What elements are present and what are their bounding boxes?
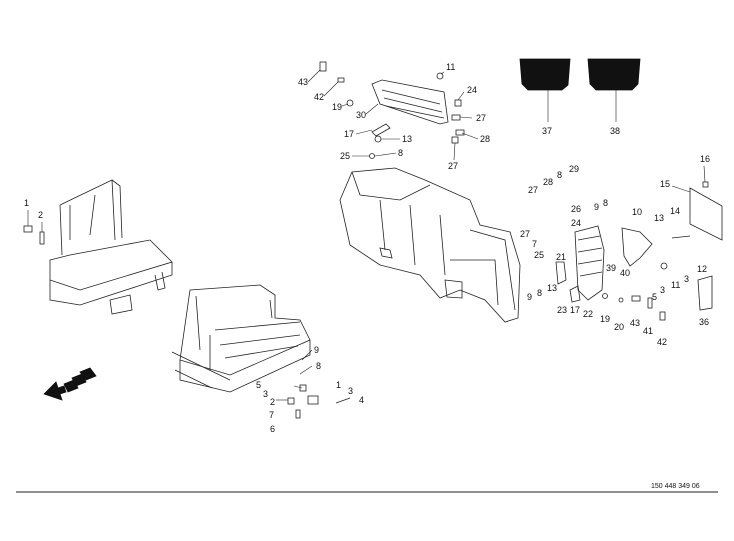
callout-13b: 13 <box>654 213 664 223</box>
callout-7a: 7 <box>532 239 537 249</box>
callout-37: 37 <box>542 126 552 136</box>
floor-mat-38 <box>587 58 641 91</box>
callout-1a: 1 <box>24 198 29 208</box>
callout-42b: 42 <box>657 337 667 347</box>
callout-41: 41 <box>643 326 653 336</box>
callout-3d: 3 <box>348 386 353 396</box>
callout-7b: 7 <box>269 410 274 420</box>
callout-20: 20 <box>614 322 624 332</box>
callout-17a: 17 <box>344 129 354 139</box>
callout-27a: 27 <box>476 113 486 123</box>
callout-8d: 8 <box>537 288 542 298</box>
callout-24a: 24 <box>467 85 477 95</box>
callout-25b: 25 <box>534 250 544 260</box>
callout-23: 23 <box>557 305 567 315</box>
callout-16: 16 <box>700 154 710 164</box>
callout-3c: 3 <box>263 389 268 399</box>
cab-body <box>339 167 521 323</box>
callout-4: 4 <box>359 395 364 405</box>
callout-27d: 27 <box>520 229 530 239</box>
step-21 <box>574 225 605 301</box>
floor-mat-37 <box>519 58 571 91</box>
callout-40: 40 <box>620 268 630 278</box>
callout-8e: 8 <box>316 361 321 371</box>
callout-21: 21 <box>556 252 566 262</box>
callout-29: 29 <box>569 164 579 174</box>
callout-9a: 9 <box>594 202 599 212</box>
callout-26: 26 <box>571 204 581 214</box>
callout-43a: 43 <box>298 77 308 87</box>
callout-27c: 27 <box>528 185 538 195</box>
callout-2a: 2 <box>38 210 43 220</box>
leader-lines <box>27 69 706 401</box>
callout-9b: 9 <box>527 292 532 302</box>
callout-5b: 5 <box>256 380 261 390</box>
callout-22: 22 <box>583 309 593 319</box>
callout-42a: 42 <box>314 92 324 102</box>
drawing-number: 150 448 349 06 <box>651 483 700 490</box>
side-panel-15 <box>689 187 723 241</box>
callout-14: 14 <box>670 206 680 216</box>
callout-12: 12 <box>697 264 707 274</box>
middle-platform <box>171 284 311 393</box>
direction-arrow <box>43 367 97 401</box>
callout-24b: 24 <box>571 218 581 228</box>
callout-5a: 5 <box>652 292 657 302</box>
callout-8b: 8 <box>557 170 562 180</box>
callout-13a: 13 <box>402 134 412 144</box>
callout-9c: 9 <box>314 345 319 355</box>
callout-10: 10 <box>632 207 642 217</box>
callout-28a: 28 <box>480 134 490 144</box>
callout-19a: 19 <box>332 102 342 112</box>
callout-28b: 28 <box>543 177 553 187</box>
callout-39: 39 <box>606 263 616 273</box>
callout-8c: 8 <box>603 198 608 208</box>
callout-19b: 19 <box>600 314 610 324</box>
callout-11b: 11 <box>671 280 680 290</box>
callout-27b: 27 <box>448 161 458 171</box>
callout-6: 6 <box>270 424 275 434</box>
callout-30: 30 <box>356 110 366 120</box>
callout-43b: 43 <box>630 318 640 328</box>
callout-36: 36 <box>699 317 709 327</box>
left-step-frame <box>49 179 173 315</box>
panel-36 <box>697 275 713 311</box>
bracket-10 <box>621 227 653 267</box>
callout-3a: 3 <box>660 285 665 295</box>
callout-8a: 8 <box>398 148 403 158</box>
callout-3b: 3 <box>684 274 689 284</box>
callout-38: 38 <box>610 126 620 136</box>
callout-2b: 2 <box>270 397 275 407</box>
callout-13c: 13 <box>547 283 557 293</box>
callout-labels: 43 42 19 30 11 24 27 17 13 28 25 8 27 37… <box>24 62 710 434</box>
callout-17b: 17 <box>570 305 580 315</box>
callout-15: 15 <box>660 179 670 189</box>
callout-1b: 1 <box>336 380 341 390</box>
callout-25a: 25 <box>340 151 350 161</box>
step-bracket-30 <box>371 79 449 125</box>
callout-11a: 11 <box>446 62 455 72</box>
